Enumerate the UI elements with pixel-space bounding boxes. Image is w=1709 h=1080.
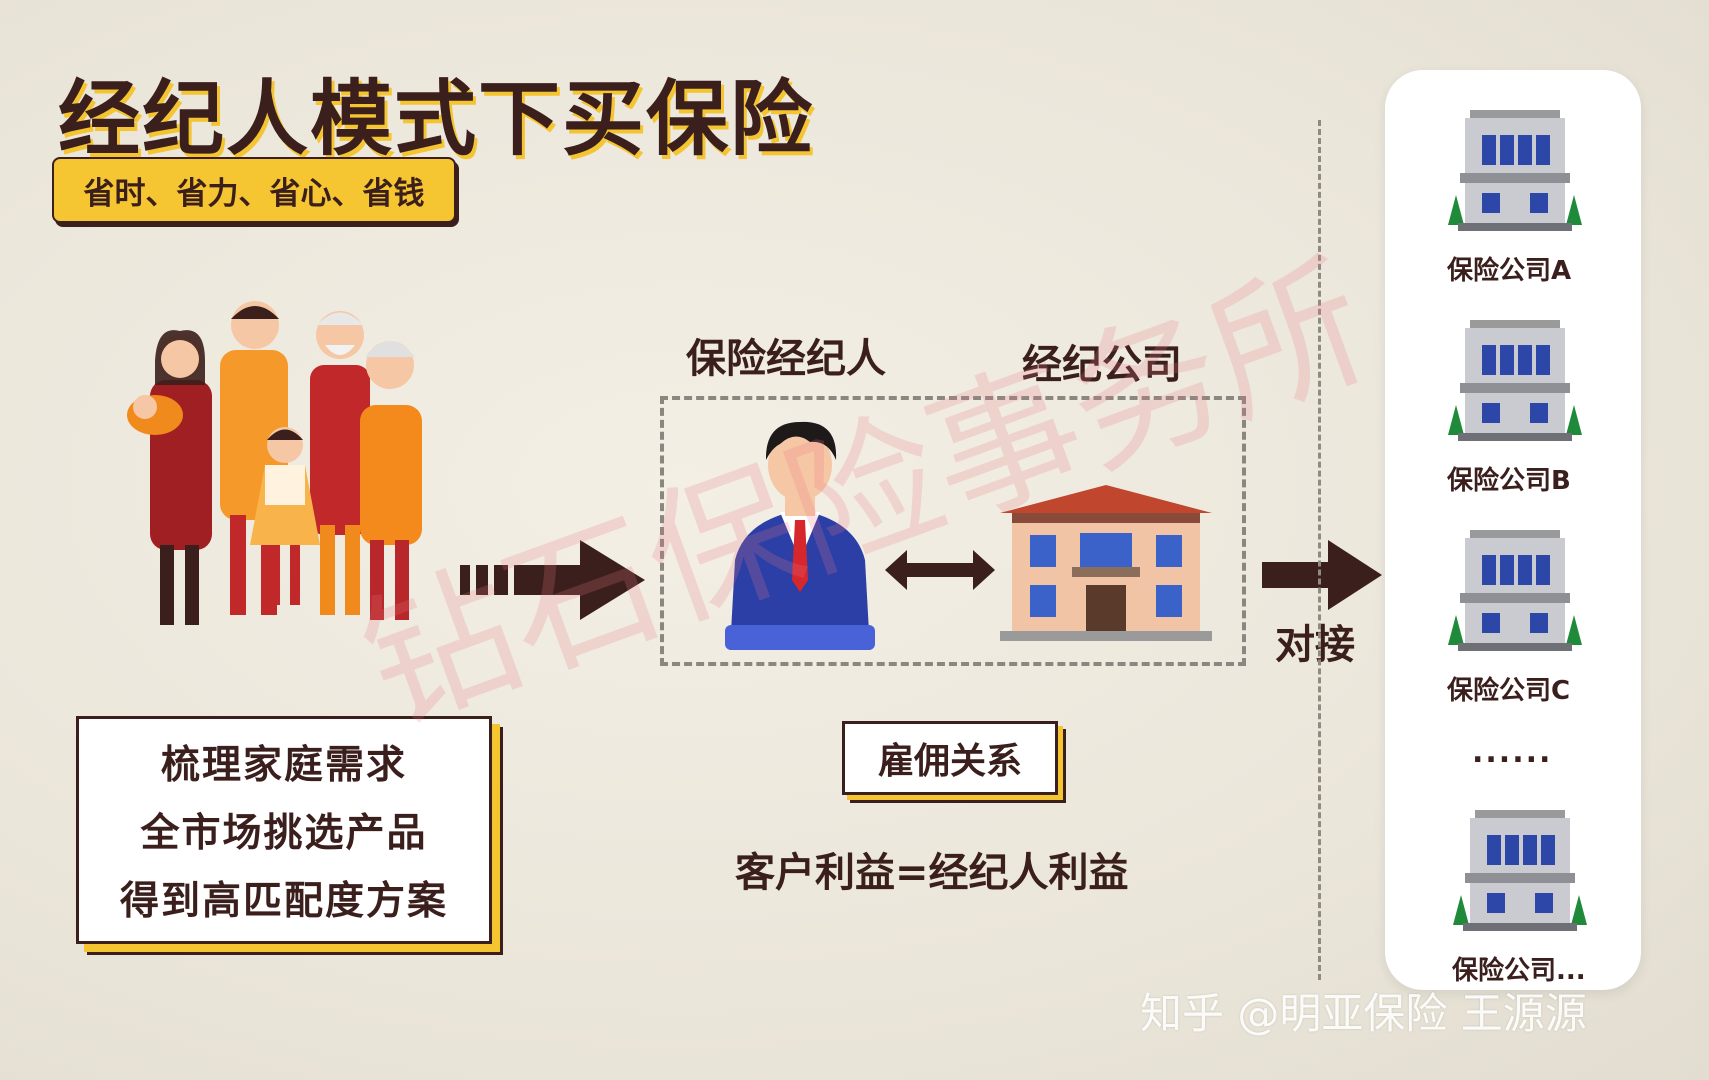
need-item: 得到高匹配度方案 [119, 879, 448, 924]
insurer-label-b: 保险公司B [1447, 466, 1571, 496]
subtitle-badge: 省时、省力、省心、省钱 [52, 157, 456, 223]
source-credit: 知乎 @明亚保险 王源源 [1140, 989, 1587, 1038]
family-illustration [127, 301, 422, 625]
insurer-building-icon [1448, 110, 1582, 231]
need-item: 全市场挑选产品 [140, 811, 428, 856]
need-item: 梳理家庭需求 [160, 743, 407, 788]
page-title: 经纪人模式下买保险 [58, 72, 815, 167]
connect-label: 对接 [1275, 622, 1355, 668]
insurer-building-icon [1448, 530, 1582, 651]
broker-company-group [660, 396, 1246, 666]
insurer-building-icon [1453, 810, 1587, 931]
broker-icon [725, 421, 875, 650]
arrow-to-broker [460, 540, 645, 620]
broker-label: 保险经纪人 [686, 336, 886, 382]
insurer-building-icon [1448, 320, 1582, 441]
company-label: 经纪公司 [1022, 342, 1182, 388]
company-building-icon [1000, 485, 1212, 641]
interest-equation: 客户利益=经纪人利益 [735, 850, 1129, 896]
divider-line [1318, 120, 1321, 980]
insurer-label-more: 保险公司... [1452, 956, 1586, 986]
employment-relationship-label: 雇佣关系 [842, 721, 1058, 795]
insurer-label-c: 保险公司C [1447, 676, 1571, 706]
two-way-arrow [885, 550, 995, 590]
needs-box: 梳理家庭需求 全市场挑选产品 得到高匹配度方案 [76, 716, 492, 944]
insurer-label-a: 保险公司A [1447, 256, 1572, 286]
more-insurers-ellipsis: ...... [1472, 735, 1553, 770]
arrow-to-insurers [1262, 540, 1382, 610]
